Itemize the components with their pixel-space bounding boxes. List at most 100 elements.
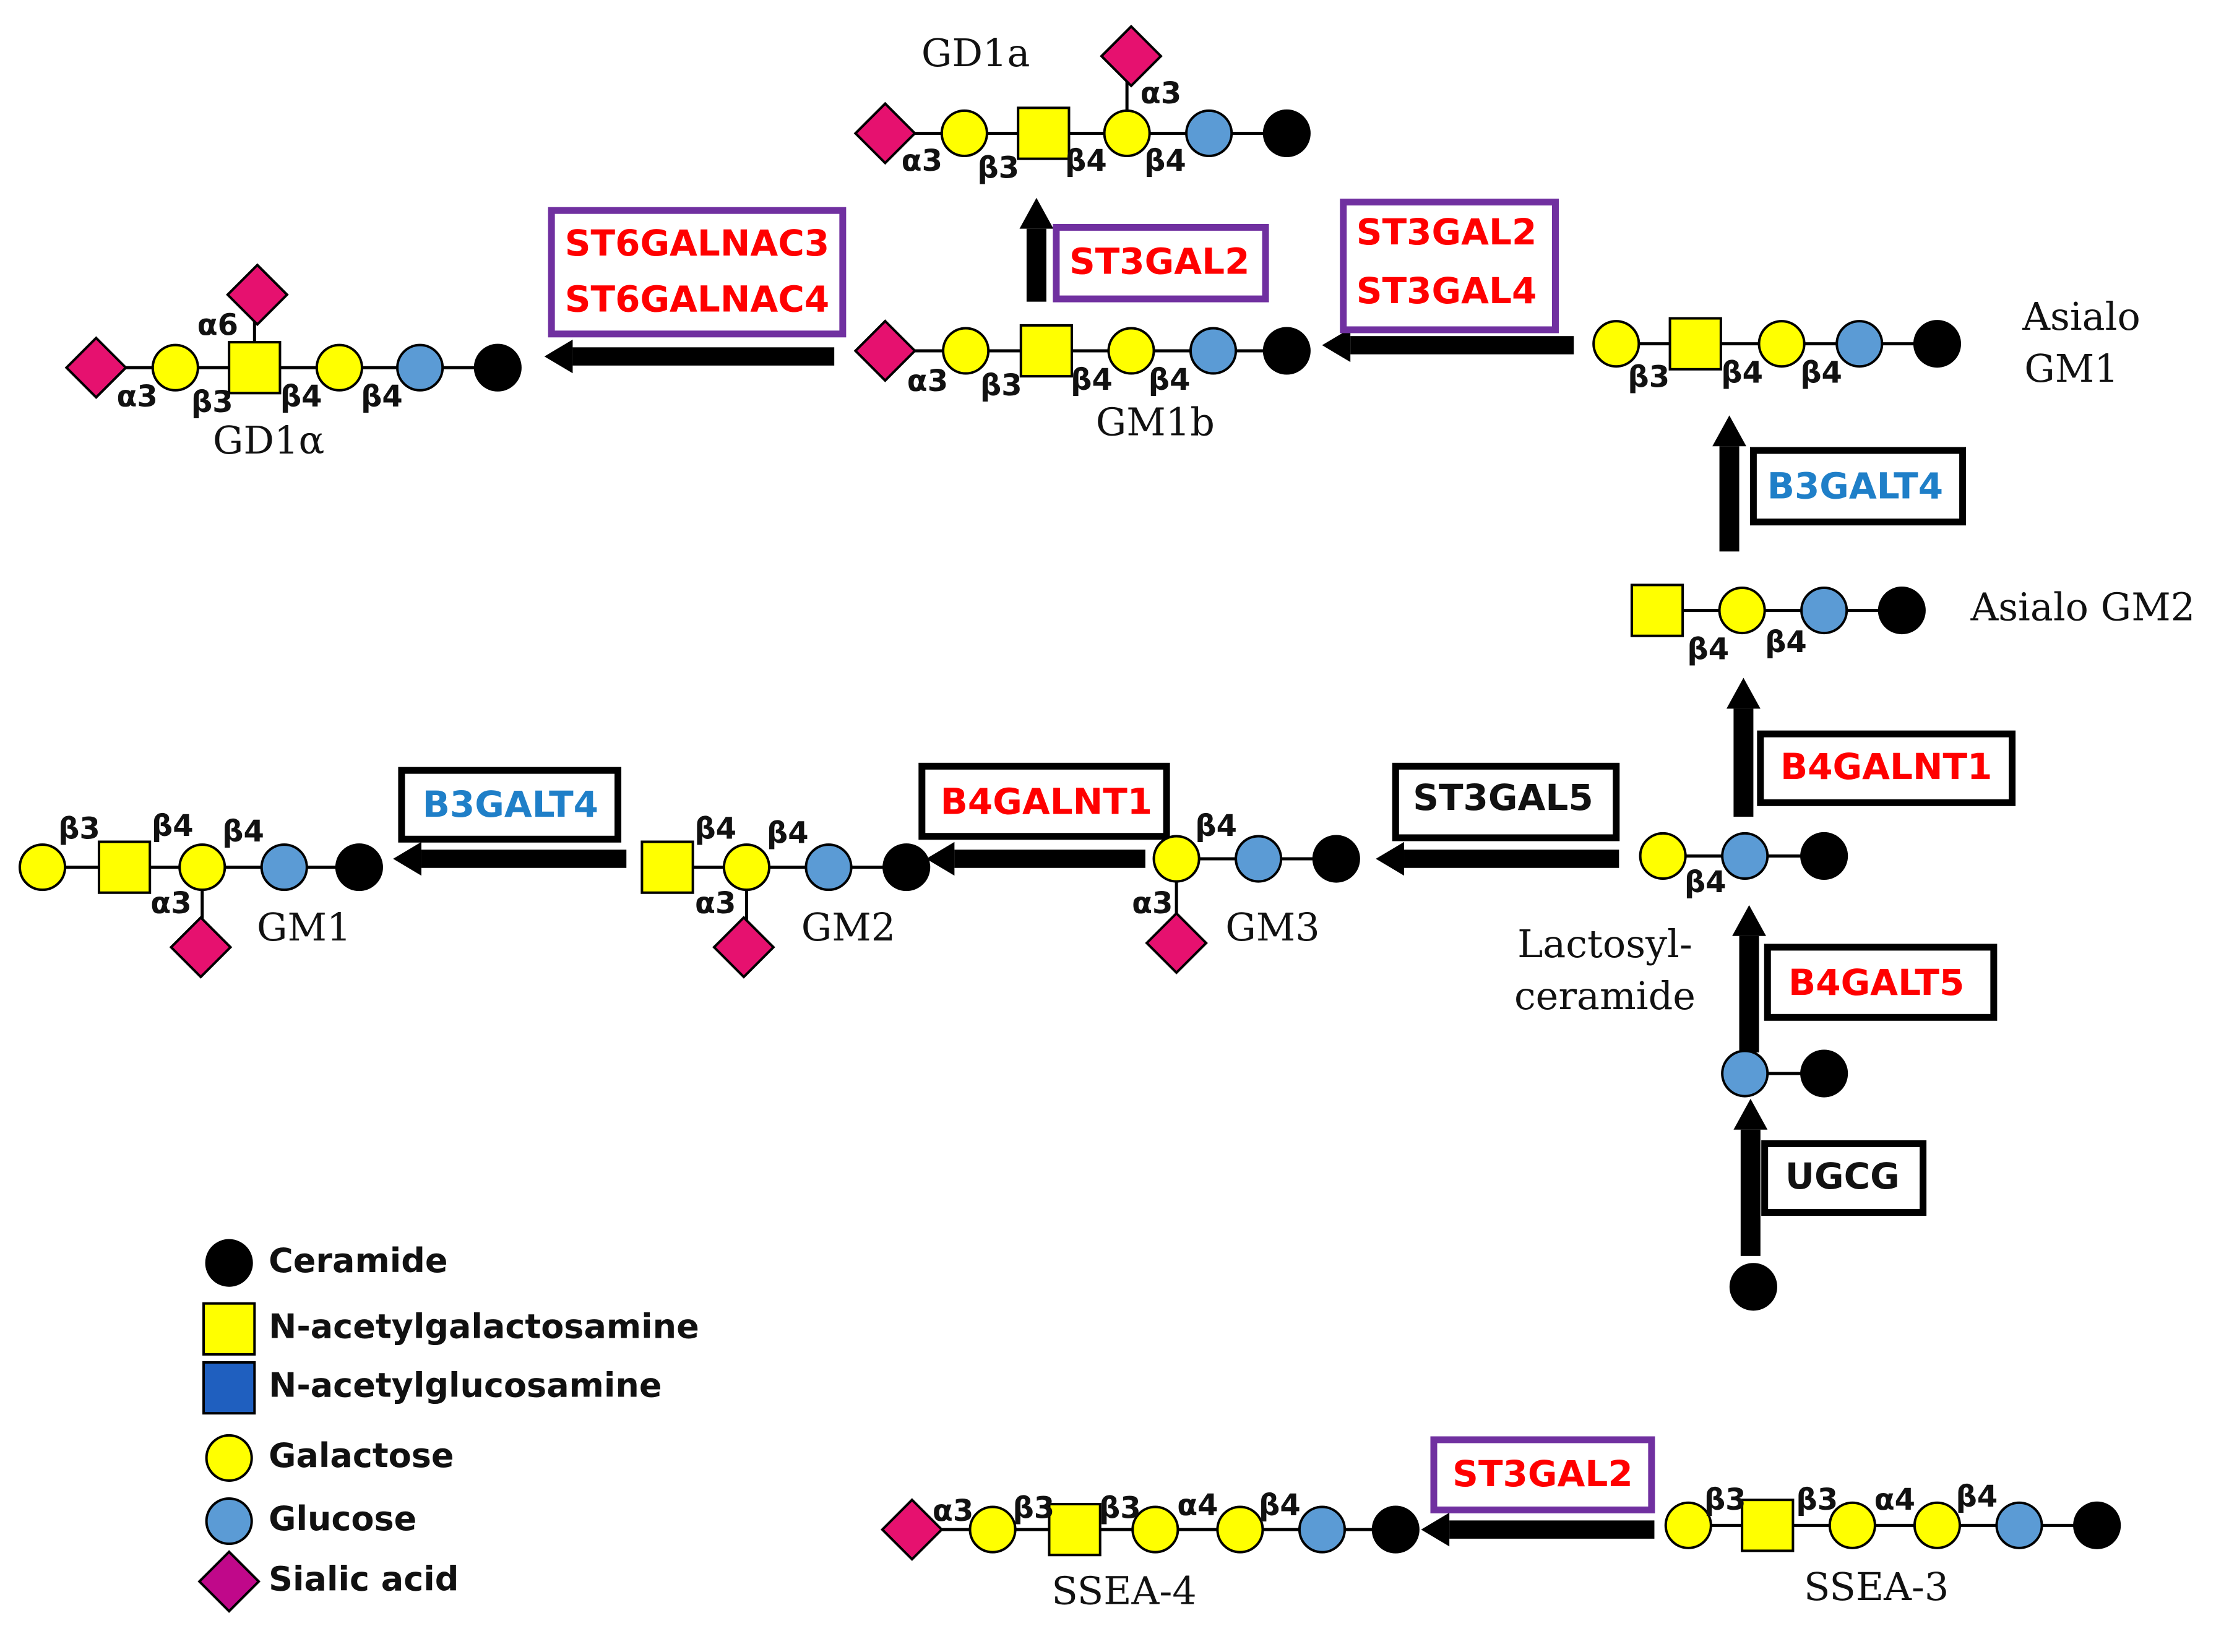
glucose-symbol — [1721, 832, 1769, 880]
legend-label: N-acetylglucosamine — [269, 1366, 662, 1405]
asialo-gm1-label: GM1 — [2024, 346, 2118, 391]
galnac-symbol — [1668, 317, 1722, 371]
enzyme-box — [1053, 223, 1269, 303]
enzyme-box — [918, 762, 1170, 840]
linkage-label: β4 — [1195, 809, 1237, 843]
linkage-label: β3 — [977, 150, 1019, 185]
linkage-label: α4 — [1874, 1482, 1915, 1517]
pathway-arrow-shaft — [1026, 228, 1046, 302]
linkage-label: β4 — [1956, 1479, 1998, 1514]
ssea3-label: SSEA-3 — [1804, 1564, 1949, 1609]
legend-glucose-symbol — [205, 1497, 253, 1546]
pathway-arrow-head — [1376, 841, 1405, 876]
sialic-acid-symbol — [1145, 911, 1208, 974]
linkage-label: β3 — [1628, 359, 1670, 394]
ceramide-symbol — [1262, 327, 1311, 375]
pathway-arrow-shaft — [1719, 446, 1740, 552]
legend-label: Glucose — [269, 1499, 416, 1538]
pathway-arrow-shaft — [1740, 1129, 1761, 1256]
linkage-label: α3 — [1132, 886, 1173, 921]
legend-label: Ceramide — [269, 1241, 447, 1280]
sialic-acid-symbol — [712, 916, 775, 979]
linkage-label: α3 — [150, 886, 191, 921]
gm1b-label: GM1b — [1096, 399, 1215, 444]
glucose-symbol — [1721, 1049, 1769, 1098]
asialo-gm1-label: Asialo — [2022, 294, 2141, 339]
linkage-label: β3 — [1099, 1491, 1141, 1525]
linkage-label: β3 — [58, 812, 100, 846]
ceramide-symbol — [2073, 1501, 2121, 1549]
galactose-symbol — [1131, 1505, 1179, 1554]
galactose-symbol — [940, 109, 988, 158]
pathway-arrow-head — [1712, 415, 1746, 447]
sialic-acid-symbol — [881, 1498, 944, 1561]
galactose-symbol — [1152, 835, 1201, 883]
galactose-symbol — [1216, 1505, 1264, 1554]
pathway-arrow-head — [393, 841, 421, 876]
glycan-symbols — [18, 24, 2121, 1613]
galactose-symbol — [1639, 832, 1687, 880]
enzyme-label: ST3GAL2 — [1452, 1453, 1633, 1495]
ceramide-symbol — [1800, 1049, 1848, 1098]
linkage-label: β4 — [1721, 356, 1763, 390]
galactose-symbol — [722, 843, 771, 892]
pathway-arrow-head — [1733, 1098, 1768, 1130]
legend-galactose-symbol — [205, 1434, 253, 1482]
linkage-label: α3 — [907, 364, 948, 398]
enzyme-label: ST3GAL2 — [1356, 211, 1537, 253]
ceramide-symbol — [1371, 1505, 1420, 1554]
galactose-symbol — [1718, 587, 1766, 635]
linkage-label: β4 — [694, 812, 736, 846]
pathway-arrow-head — [1019, 197, 1054, 229]
gd1-alpha-label: GD1α — [213, 418, 325, 463]
pathway-arrow-head — [1421, 1512, 1450, 1547]
asialo-gm2-label: Asialo GM2 — [1970, 585, 2195, 630]
linkage-label: β4 — [222, 814, 264, 849]
enzyme-label: ST3GAL4 — [1356, 270, 1537, 312]
galactose-symbol — [151, 343, 199, 392]
legend-galnac-symbol — [202, 1302, 256, 1356]
sialic-acid-symbol — [226, 263, 289, 327]
enzyme-box — [1749, 447, 1967, 526]
enzyme-box — [548, 207, 847, 338]
enzyme-box — [1340, 199, 1559, 333]
linkage-label: β3 — [191, 385, 233, 419]
galnac-symbol — [1741, 1499, 1795, 1552]
sialic-acid-symbol — [64, 336, 128, 400]
enzyme-label: ST6GALNAC3 — [565, 222, 830, 264]
enzyme-label: ST6GALNAC4 — [565, 278, 830, 321]
galactose-symbol — [1913, 1501, 1962, 1549]
glucose-symbol — [1835, 320, 1884, 368]
linkage-label: β4 — [1259, 1488, 1301, 1523]
pathway-arrow-head — [1726, 678, 1761, 709]
glucose-symbol — [1800, 587, 1848, 635]
galnac-symbol — [1019, 324, 1074, 378]
enzyme-label: UGCG — [1785, 1155, 1900, 1197]
galnac-symbol — [1048, 1502, 1102, 1557]
sialic-acid-symbol — [1100, 24, 1163, 88]
lactosylceramide-label: Lactosyl- — [1517, 921, 1692, 966]
galactose-symbol — [18, 843, 67, 892]
pathway-arrow-shaft — [421, 850, 627, 868]
galactose-symbol — [1592, 320, 1640, 368]
linkage-label: β4 — [361, 379, 403, 414]
linkage-label: α3 — [695, 886, 736, 921]
legend-label: N-acetylgalactosamine — [269, 1307, 699, 1346]
linkage-label: β4 — [1800, 356, 1842, 390]
linkage-label: α4 — [1177, 1488, 1218, 1523]
glucose-symbol — [1235, 835, 1283, 883]
pathway-arrow-head — [926, 841, 955, 876]
galnac-symbol — [1017, 106, 1071, 160]
pathway-arrow-shaft — [1739, 936, 1759, 1052]
ceramide-symbol — [473, 343, 522, 392]
enzyme-boxes — [398, 199, 2016, 1513]
galactose-symbol — [315, 343, 363, 392]
legend-glcnac-symbol — [202, 1361, 256, 1415]
enzyme-label: B4GALNT1 — [941, 781, 1152, 823]
galactose-symbol — [968, 1505, 1017, 1554]
enzyme-box — [1761, 1140, 1927, 1216]
linkage-label: β3 — [1012, 1491, 1054, 1525]
